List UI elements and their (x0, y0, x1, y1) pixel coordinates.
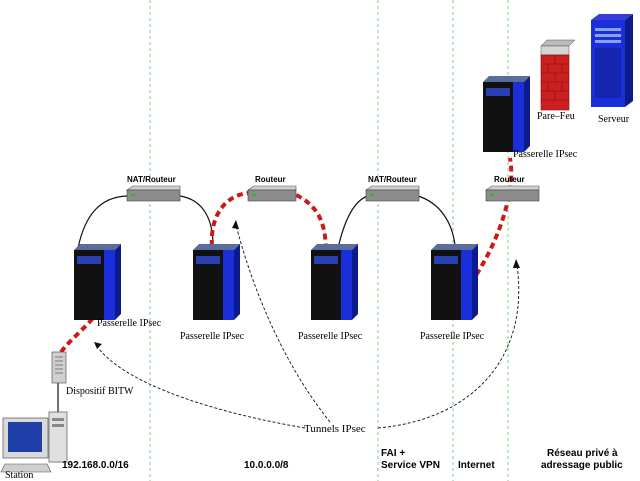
router-device (485, 185, 540, 202)
router-label: Routeur (255, 175, 286, 184)
gateway-server (483, 76, 530, 152)
zone-fai-label: FAI + (381, 448, 405, 459)
gateway-server (311, 244, 358, 320)
gateway-label: Passerelle IPsec (97, 318, 162, 329)
gateway-server (74, 244, 121, 320)
gateway-server (193, 244, 240, 320)
zone-private-label: adressage public (541, 460, 623, 471)
link-nat-router-2-to-gateway-4 (417, 195, 456, 246)
station-computer (0, 411, 68, 473)
link-left-gateway-to-nat-router (77, 195, 128, 249)
zone-net1-label: 192.168.0.0/16 (62, 460, 129, 471)
gateway-label: Passerelle IPsec (513, 149, 578, 160)
bitw-device (51, 351, 67, 384)
zone-net2-label: 10.0.0.0/8 (244, 460, 289, 471)
gateway-label: Passerelle IPsec (298, 331, 363, 342)
tunnel-arrowheads (94, 220, 520, 349)
nat-router-label: NAT/Routeur (127, 175, 176, 184)
link-gateway-3-to-nat-router-2 (337, 195, 369, 249)
zone-private-label: Réseau privé à (547, 448, 618, 459)
physical-links (57, 195, 456, 412)
gateway-label: Passerelle IPsec (420, 331, 485, 342)
router-device (126, 185, 181, 202)
tunnels-label: Tunnels IPsec (304, 423, 366, 435)
tunnel-arrow-middle (235, 224, 331, 423)
arrowhead-icon (513, 259, 520, 268)
tunnel-bitw-to-gateway-1 (59, 316, 95, 354)
gateway-server (431, 244, 478, 320)
server-tower (591, 14, 633, 107)
tunnel-arrow-left (95, 344, 306, 429)
firewall-label: Pare–Feu (537, 111, 575, 122)
nat-router-label: NAT/Routeur (368, 175, 417, 184)
link-nat-router-to-gateway-2 (179, 195, 214, 246)
tunnel-pointer-arrows (95, 224, 520, 429)
router-device (365, 185, 420, 202)
server-label: Serveur (598, 114, 630, 125)
arrowhead-icon (232, 220, 239, 229)
arrowhead-icon (94, 342, 102, 349)
router-device (247, 185, 297, 202)
gateway-label: Passerelle IPsec (180, 331, 245, 342)
firewall-wall (540, 39, 576, 111)
zone-fai-label: Service VPN (381, 460, 440, 471)
bitw-label: Dispositif BITW (66, 386, 134, 397)
zone-internet-label: Internet (458, 460, 495, 471)
router-label: Routeur (494, 175, 525, 184)
station-label: Station (5, 470, 33, 481)
tunnel-arrow-right (377, 264, 520, 429)
